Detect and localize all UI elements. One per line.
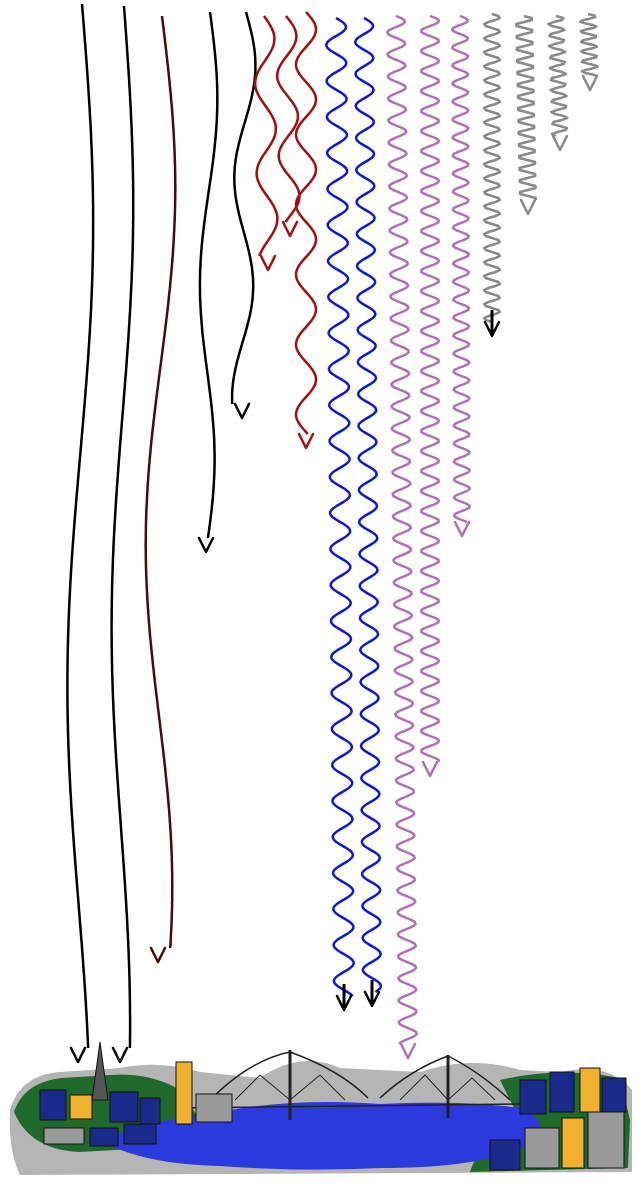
wave-4-line: [198, 11, 219, 539]
wave-2: [110, 5, 135, 1064]
wave-13-arrowhead: [453, 520, 471, 538]
wave-6-line: [253, 15, 279, 257]
wave-12: [420, 14, 440, 778]
wave-10-arrowhead: [363, 990, 381, 1008]
wave-4-arrowhead: [197, 536, 215, 554]
wave-9-line: [325, 16, 355, 997]
bridge: [179, 1050, 521, 1120]
wave-13-line: [450, 14, 472, 524]
wave-12-arrowhead: [421, 760, 439, 778]
wave-16: [547, 14, 569, 152]
wave-1-arrowhead: [69, 1046, 87, 1064]
wave-1: [66, 3, 95, 1064]
wave-10: [353, 16, 383, 1008]
right-buildings: [489, 1067, 627, 1171]
wave-14: [482, 12, 502, 338]
wave-7-arrowhead: [281, 220, 299, 238]
wave-17-arrowhead: [581, 74, 599, 92]
wave-6-arrowhead: [259, 254, 277, 272]
wave-15-line: [515, 14, 538, 200]
wave-4: [197, 11, 219, 554]
wave-11: [386, 14, 419, 1060]
wave-2-arrowhead: [111, 1046, 129, 1064]
wave-7: [275, 15, 301, 238]
wave-2-line: [110, 5, 135, 1048]
wave-9: [325, 16, 355, 1012]
wave-9-arrowhead: [335, 994, 353, 1012]
wave-16-arrowhead: [551, 134, 569, 152]
wave-17-line: [579, 12, 599, 78]
wave-11-line: [386, 14, 419, 1045]
left-buildings: [39, 1041, 233, 1147]
waves-group: [66, 3, 599, 1064]
wave-14-arrowhead: [483, 320, 501, 338]
wave-3-line: [144, 15, 177, 949]
wave-16-line: [547, 14, 569, 138]
wave-15-arrowhead: [519, 198, 537, 216]
wave-10-line: [353, 16, 383, 994]
wave-11-arrowhead: [399, 1042, 417, 1060]
wave-6: [253, 15, 279, 272]
wave-17: [579, 12, 599, 92]
wave-5: [230, 11, 257, 420]
wave-5-arrowhead: [233, 402, 251, 420]
wave-7-line: [275, 15, 301, 223]
wave-15: [515, 14, 538, 216]
wave-13: [450, 14, 472, 538]
wave-12-line: [420, 14, 440, 762]
wave-1-line: [66, 3, 95, 1049]
wave-3: [144, 15, 177, 964]
wave-3-arrowhead: [149, 946, 167, 964]
wave-8-line: [294, 11, 318, 435]
wave-8: [294, 11, 318, 450]
wave-8-arrowhead: [297, 432, 315, 450]
wave-14-line: [482, 12, 502, 324]
wave-5-line: [230, 11, 257, 405]
city-skyline-illustration: [9, 1041, 632, 1175]
